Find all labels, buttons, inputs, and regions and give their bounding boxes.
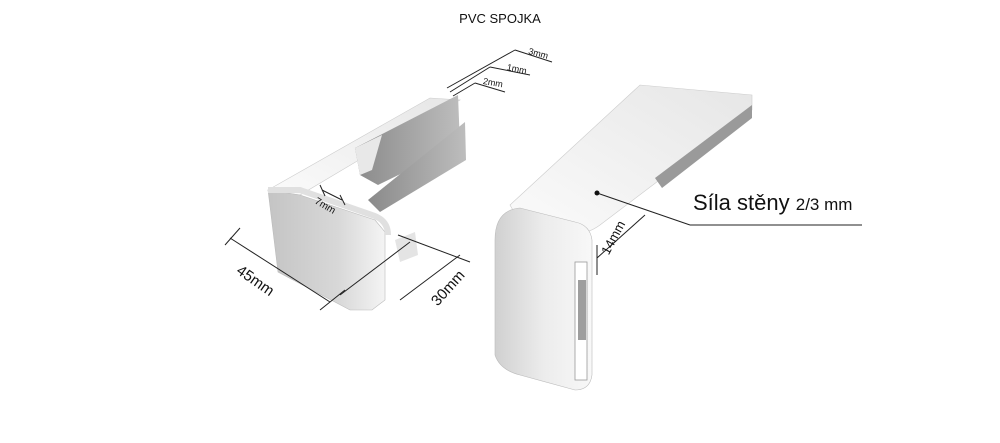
wall-thickness-text: Síla stěny [693, 190, 790, 215]
large-connector [494, 84, 862, 391]
dimension-lines [224, 49, 553, 311]
diagram-title: PVC SPOJKA [459, 11, 541, 26]
wall-thickness-label: Síla stěny 2/3 mm [693, 190, 852, 216]
wall-thickness-value: 2/3 mm [795, 195, 853, 214]
small-connector [224, 49, 553, 311]
